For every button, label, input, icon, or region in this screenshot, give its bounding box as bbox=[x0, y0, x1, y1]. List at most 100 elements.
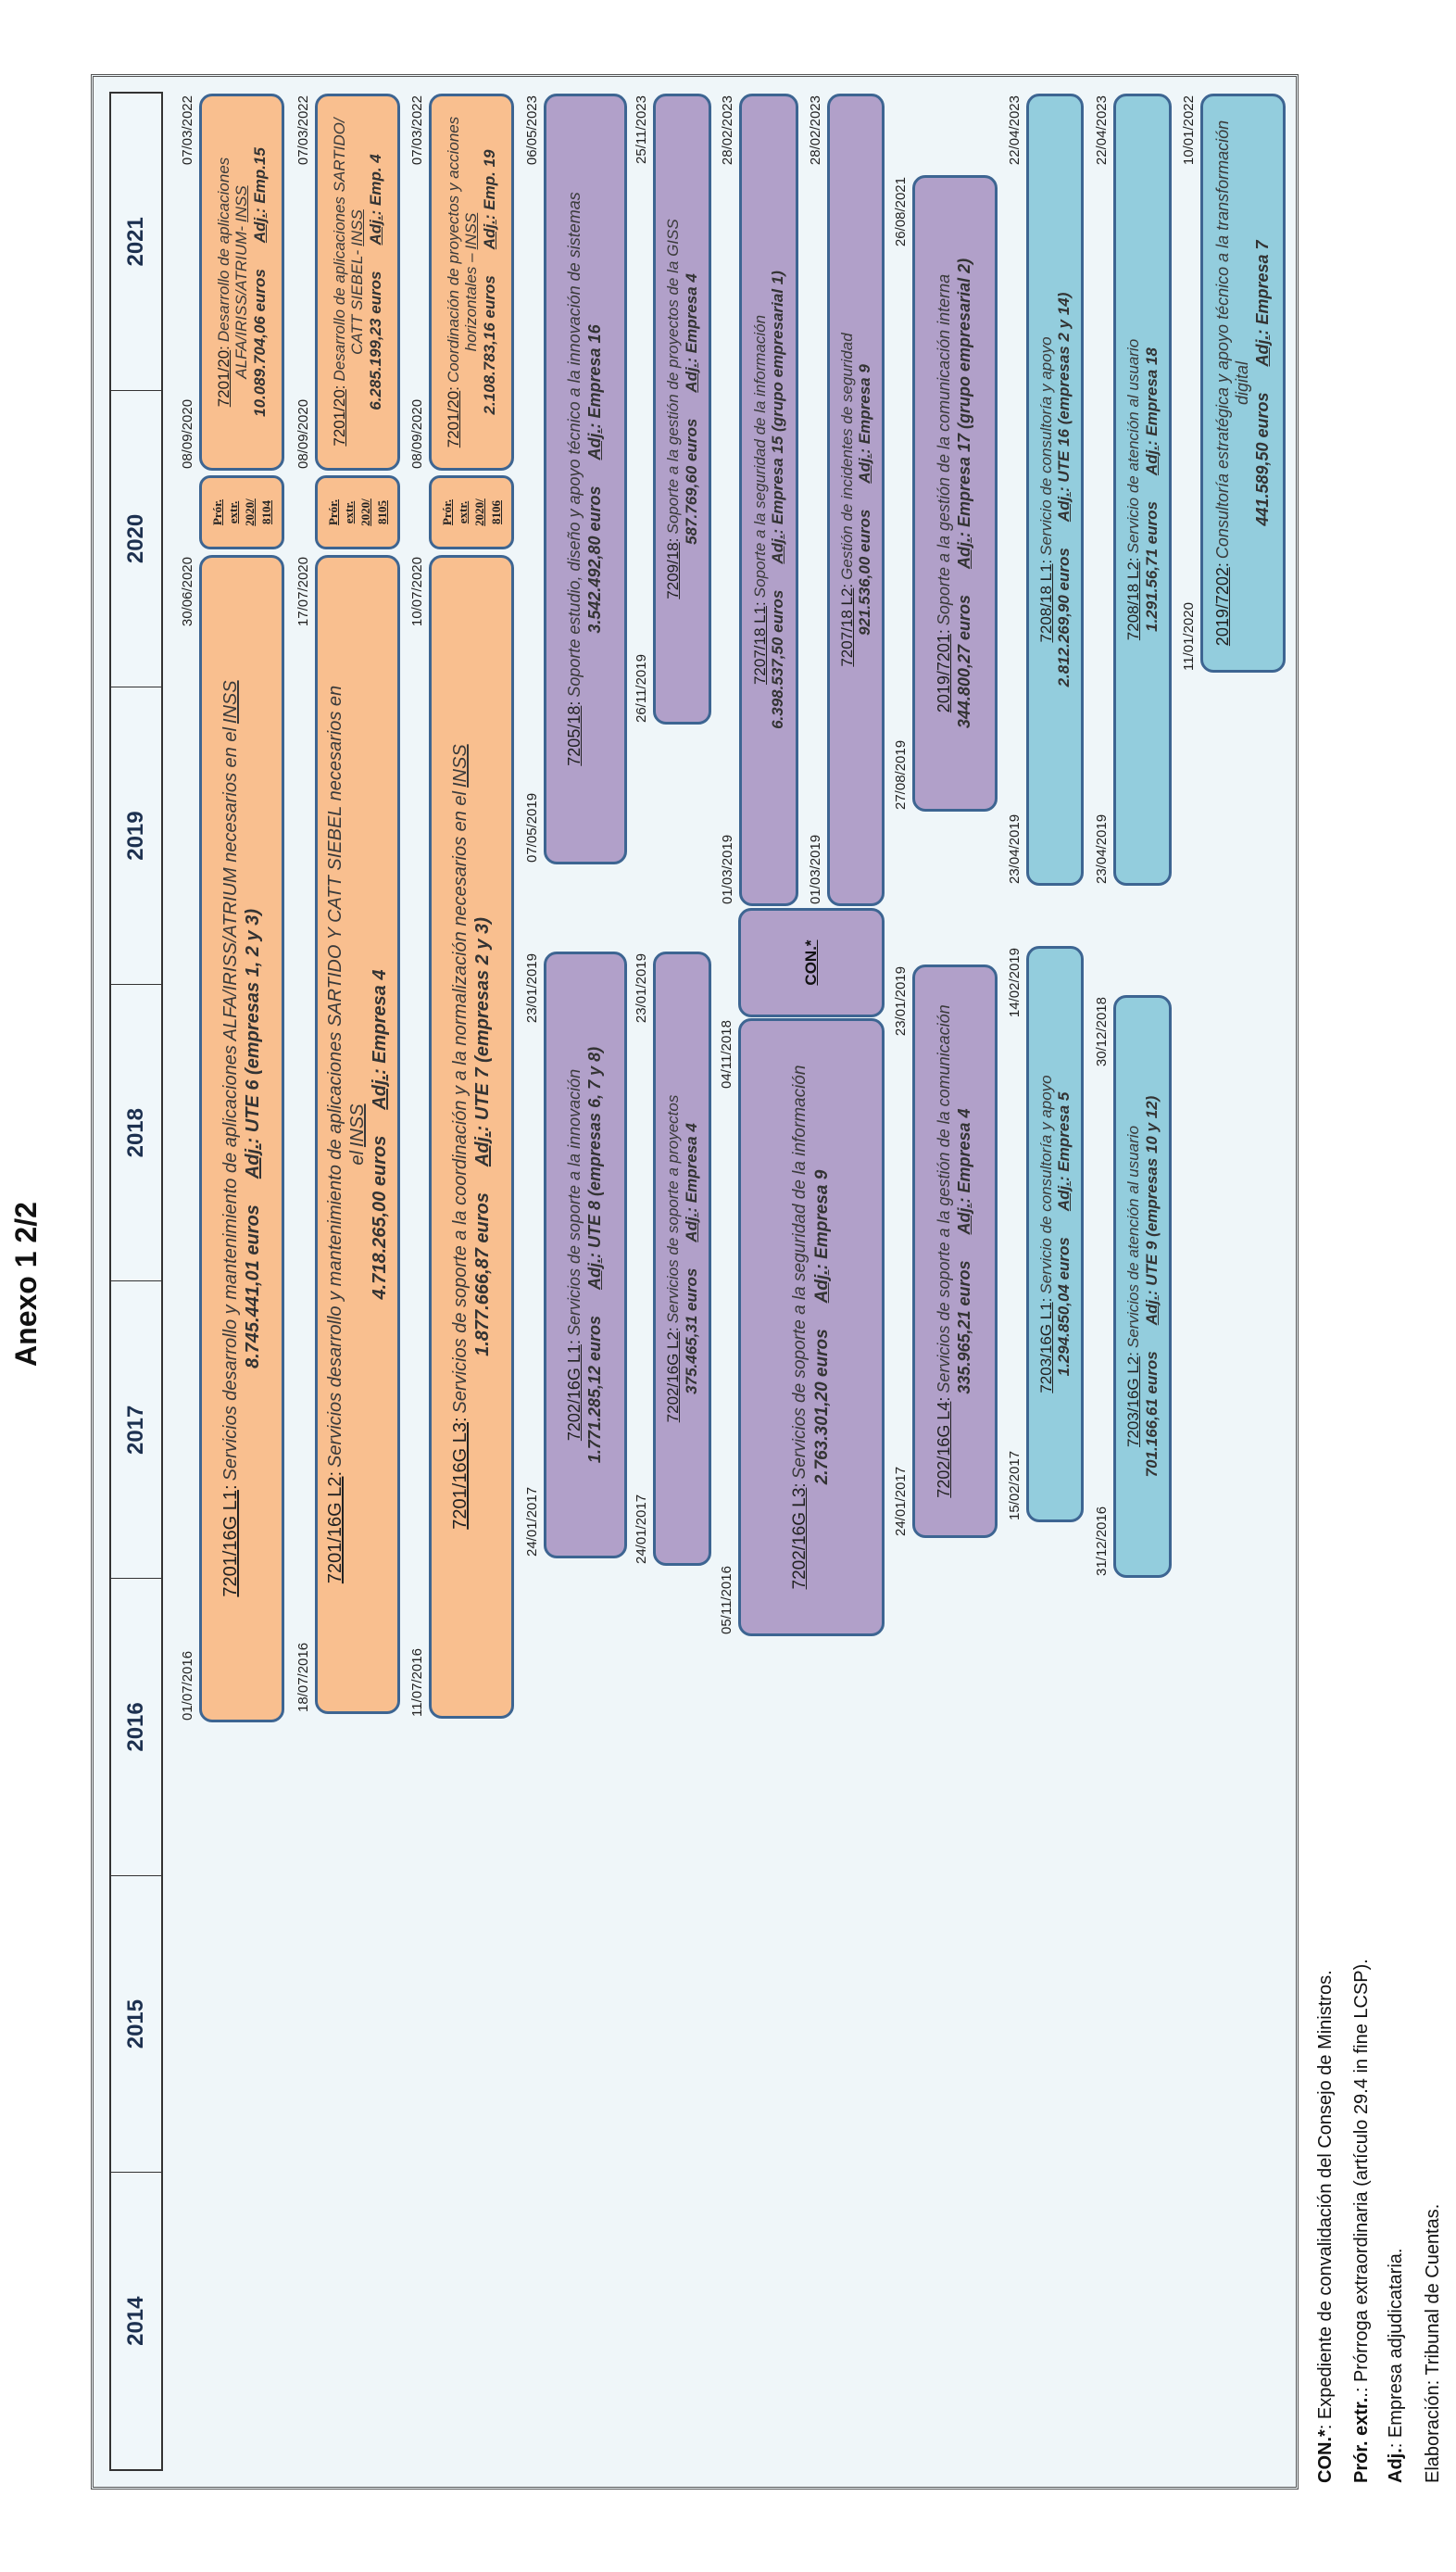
contract-awardee: Empresa 7 bbox=[1252, 240, 1272, 325]
end-date: 22/04/2023 bbox=[1007, 95, 1023, 166]
contract-description: 7203/16G L2Servicios de atención al usua… bbox=[1124, 1126, 1142, 1447]
contract-desc: Desarrollo de aplicaciones SARTIDO/ CATT… bbox=[330, 118, 367, 382]
contract-amount-line: 6.398.537,50 eurosAdj.Empresa 15 (grupo … bbox=[769, 271, 786, 729]
contract-amount-line: 2.812.269,90 eurosAdj.UTE 16 (empresas 2… bbox=[1055, 293, 1073, 687]
adj-label: Adj. bbox=[585, 1248, 604, 1290]
end-date: 07/03/2022 bbox=[295, 95, 311, 166]
contract-awardee: Empresa 4 bbox=[370, 969, 390, 1064]
start-date: 08/09/2020 bbox=[180, 398, 195, 469]
contract-box: 7201/20Desarrollo de aplicaciones ALFA/I… bbox=[199, 94, 284, 471]
adj-label: Adj. bbox=[472, 1120, 493, 1166]
contract-amount: 4.718.265,00 euros bbox=[370, 1135, 390, 1300]
contract-code: 2019/7201 bbox=[935, 625, 953, 712]
adj-label: Adj. bbox=[812, 1259, 832, 1303]
contract-awardee: UTE 7 (empresas 2 y 3) bbox=[472, 917, 493, 1121]
contract-code: 7203/16G L2 bbox=[1124, 1348, 1142, 1447]
contract-description: 7207/18 L2Gestión de incidentes de segur… bbox=[838, 333, 856, 666]
contract-amount: 6.285.199,23 euros bbox=[366, 271, 384, 410]
footnote-term: Prór. extr. bbox=[1351, 2397, 1372, 2483]
start-date: 08/09/2020 bbox=[409, 398, 425, 469]
adj-label: Adj. bbox=[251, 204, 269, 243]
contract-description: 7202/16G L4Servicios de soporte a la ges… bbox=[935, 1004, 955, 1497]
end-date: 06/05/2023 bbox=[524, 95, 540, 166]
adj-label: Adj. bbox=[1143, 436, 1161, 475]
contract-amount: 921.536,00 euros bbox=[856, 509, 873, 636]
contract-awardee: UTE 9 (empresas 10 y 12) bbox=[1142, 1095, 1161, 1286]
year-cell: 2018 bbox=[111, 983, 161, 1281]
year-cell: 2019 bbox=[111, 687, 161, 984]
start-date: 24/01/2017 bbox=[634, 1494, 649, 1564]
contract-description: 7201/16G L1Servicios desarrollo y manten… bbox=[220, 680, 242, 1596]
footnote-term: Adj. bbox=[1386, 2448, 1406, 2483]
contract-amount-line: 587.769,60 eurosAdj.Empresa 4 bbox=[683, 273, 700, 545]
contract-amount-line: 2.763.301,20 eurosAdj.Empresa 9 bbox=[811, 1170, 834, 1485]
year-cell: 2014 bbox=[111, 2172, 161, 2469]
contract-description: 7205/18Soporte estudio, diseño y apoyo t… bbox=[565, 192, 585, 765]
contract-box: 7203/16G L2Servicios de atención al usua… bbox=[1113, 995, 1172, 1578]
contract-box: 7209/18Soporte a la gestión de proyectos… bbox=[653, 94, 711, 725]
contract-code: 7201/16G L1 bbox=[220, 1481, 241, 1597]
contract-code: 2019/7202 bbox=[1213, 559, 1232, 646]
footnote-text: : Empresa adjudicataria. bbox=[1386, 2248, 1406, 2449]
year-cell: 2021 bbox=[123, 217, 148, 267]
contract-description: 7201/16G L2Servicios desarrollo y manten… bbox=[324, 678, 369, 1591]
contract-awardee: Empresa 5 bbox=[1055, 1091, 1073, 1172]
footnote-con: CON.*: Expediente de convalidación del C… bbox=[1313, 1970, 1337, 2483]
contract-awardee: Empresa 9 bbox=[812, 1169, 832, 1259]
contract-desc: Soporte estudio, diseño y apoyo técnico … bbox=[565, 192, 584, 698]
extension-code: 2020/8106 bbox=[472, 498, 503, 526]
start-date: 01/03/2019 bbox=[720, 834, 735, 904]
contract-desc: Servicios de soporte a la coordinación y… bbox=[450, 791, 471, 1414]
adj-label: Adj. bbox=[856, 444, 873, 484]
contract-box: 7201/16G L2Servicios desarrollo y manten… bbox=[315, 555, 400, 1714]
footnote-text: : Expediente de convalidación del Consej… bbox=[1315, 1970, 1336, 2430]
contract-amount-line: 375.465,31 eurosAdj.Empresa 4 bbox=[683, 1123, 700, 1394]
contract-amount-line: 1.877.666,87 eurosAdj.UTE 7 (empresas 2 … bbox=[471, 917, 494, 1356]
page-title: Anexo 1 2/2 bbox=[9, 1202, 43, 1367]
contract-amount: 1.771.285,12 euros bbox=[585, 1316, 604, 1464]
start-date: 27/08/2019 bbox=[893, 739, 909, 810]
start-date: 11/01/2020 bbox=[1181, 602, 1197, 671]
start-date: 01/07/2016 bbox=[180, 1650, 195, 1721]
adj-label: Adj. bbox=[481, 210, 498, 249]
contract-code: 7203/16G L1 bbox=[1037, 1294, 1055, 1393]
end-date: 10/07/2020 bbox=[409, 557, 425, 627]
contract-code: 7201/20 bbox=[445, 383, 462, 448]
footnote-term: CON.* bbox=[1315, 2429, 1336, 2483]
adj-label: Adj. bbox=[1143, 1286, 1161, 1325]
adj-label: Adj. bbox=[955, 527, 973, 569]
contract-amount-line: 3.542.492,80 eurosAdj.Empresa 16 bbox=[585, 324, 606, 633]
extension-box: Prór.extr.2020/8104 bbox=[199, 475, 284, 549]
end-date: 10/01/2022 bbox=[1181, 95, 1197, 166]
contract-code: 7202/16G L1 bbox=[565, 1336, 584, 1441]
contract-box: 7205/18Soporte estudio, diseño y apoyo t… bbox=[544, 94, 627, 864]
footnote-text: Elaboración: Tribunal de Cuentas. bbox=[1423, 2203, 1443, 2483]
contract-box: 7202/16G L1Servicios de soporte a la inn… bbox=[544, 952, 627, 1558]
contract-awardee: Empresa 16 bbox=[585, 324, 604, 419]
contract-box: 7201/20Desarrollo de aplicaciones SARTID… bbox=[315, 94, 400, 471]
adj-label: Adj. bbox=[1055, 1172, 1073, 1211]
contract-description: 7202/16G L3Servicios de soporte a la seg… bbox=[789, 1065, 811, 1590]
adj-label: Adj. bbox=[955, 1192, 973, 1234]
adj-label: Adj. bbox=[243, 1132, 263, 1179]
contract-awardee: Empresa 4 bbox=[955, 1108, 973, 1193]
contract-org: INSS bbox=[450, 744, 471, 788]
start-date: 05/11/2016 bbox=[719, 1566, 734, 1634]
contract-desc: Servicio de consultoría y apoyo bbox=[1036, 336, 1055, 556]
contract-box: 7207/18 L2Gestión de incidentes de segur… bbox=[827, 94, 885, 906]
contract-amount: 2.812.269,90 euros bbox=[1055, 548, 1073, 687]
extension-label: extr. bbox=[226, 500, 241, 524]
end-date: 22/04/2023 bbox=[1094, 95, 1110, 166]
extension-label: Prór. bbox=[439, 498, 454, 526]
adj-label: Adj. bbox=[683, 353, 700, 393]
contract-description: 7208/18 L1Servicio de consultoría y apoy… bbox=[1037, 336, 1055, 642]
extension-label: Prór. bbox=[325, 498, 340, 526]
start-date: 07/05/2019 bbox=[524, 792, 540, 863]
contract-desc: Soporte a la gestión de la comunicación … bbox=[935, 273, 954, 626]
year-cell: 2020 bbox=[111, 389, 161, 687]
end-date: 07/03/2022 bbox=[180, 95, 195, 166]
contract-amount-line: 441.589,50 eurosAdj.Empresa 7 bbox=[1253, 240, 1274, 525]
extension-label: extr. bbox=[456, 500, 471, 524]
contract-description: 7208/18 L2Servicio de atención al usuari… bbox=[1124, 339, 1142, 640]
contract-amount-line: 921.536,00 eurosAdj.Empresa 9 bbox=[856, 364, 873, 636]
